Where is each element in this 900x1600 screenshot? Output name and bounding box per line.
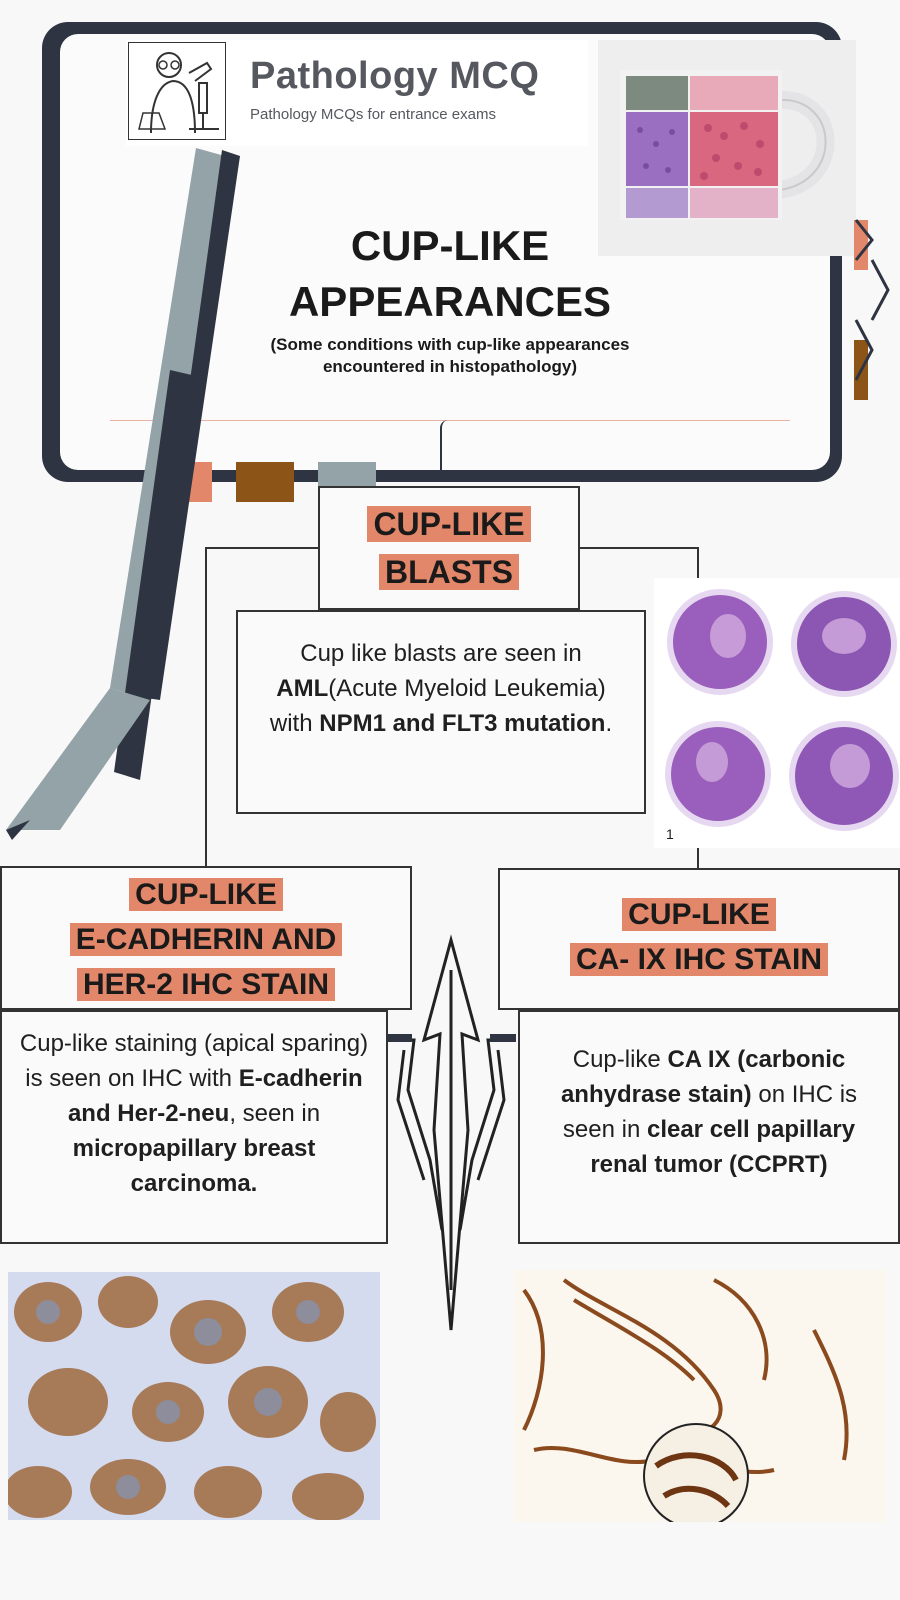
ecadherin-heading-line1: CUP-LIKE [129, 878, 283, 911]
page-title-line1: CUP-LIKE [350, 222, 550, 269]
ecadherin-description-box: Cup-like staining (apical sparing) is se… [0, 1010, 388, 1244]
page-subtitle-line2: encountered in histopathology) [322, 357, 578, 376]
chain-decoration [852, 210, 892, 410]
ecadherin-heading-box: CUP-LIKE E-CADHERIN AND HER-2 IHC STAIN [0, 866, 412, 1010]
brand-title: Pathology MCQ [250, 55, 540, 97]
scientist-microscope-logo [128, 42, 226, 140]
page-subtitle: (Some conditions with cup-like appearanc… [180, 334, 720, 378]
ecadherin-heading-line2: E-CADHERIN AND [69, 923, 343, 956]
blasts-description: Cup like blasts are seen in AML(Acute My… [269, 640, 613, 737]
figure-number: 1 [666, 826, 674, 842]
blasts-description-box: Cup like blasts are seen in AML(Acute My… [236, 610, 646, 814]
caix-heading-box: CUP-LIKE CA- IX IHC STAIN [498, 868, 900, 1010]
blasts-heading-line2: BLASTS [379, 554, 519, 590]
ccprt-ihc-image [514, 1270, 886, 1522]
caix-description-box: Cup-like CA IX (carbonic anhydrase stain… [518, 1010, 900, 1244]
ecadherin-description: Cup-like staining (apical sparing) is se… [19, 1030, 369, 1197]
bookmark-tab-brown [236, 462, 294, 502]
tribal-arrow-decoration [384, 930, 518, 1338]
histology-mug-image [598, 40, 856, 256]
pen-illustration [0, 140, 250, 840]
caix-heading-line1: CUP-LIKE [622, 898, 776, 931]
caix-heading-line2: CA- IX IHC STAIN [569, 943, 829, 976]
blasts-heading-line1: CUP-LIKE [367, 506, 531, 542]
page-title: CUP-LIKE APPEARANCES [150, 218, 750, 330]
micropapillary-ihc-image [8, 1272, 380, 1520]
ecadherin-heading-line3: HER-2 IHC STAIN [76, 968, 336, 1001]
page-title-line2: APPEARANCES [288, 278, 612, 325]
brand-subtitle: Pathology MCQs for entrance exams [250, 106, 496, 123]
caix-description: Cup-like CA IX (carbonic anhydrase stain… [560, 1046, 858, 1178]
page-subtitle-line1: (Some conditions with cup-like appearanc… [270, 335, 630, 354]
page-fold [440, 420, 452, 480]
blast-cells-image [654, 578, 900, 848]
blasts-heading-box: CUP-LIKE BLASTS [318, 486, 580, 610]
